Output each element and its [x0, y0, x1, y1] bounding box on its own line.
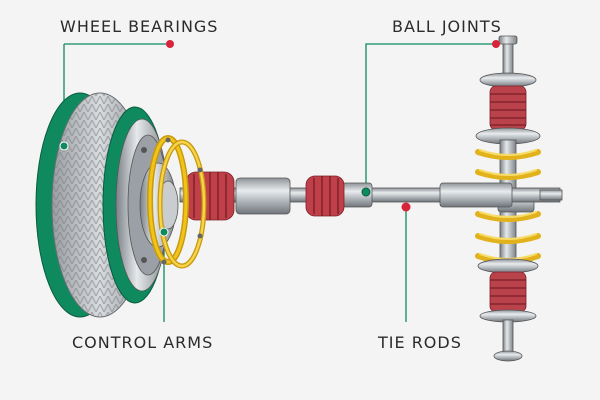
inner-boot [185, 171, 235, 221]
marker-ball-joints [492, 40, 500, 48]
leader-ball-joints [365, 43, 496, 190]
tie-rod-shaft [179, 177, 563, 215]
label-control-arms: CONTROL ARMS [72, 333, 214, 352]
outer-boot [305, 175, 345, 217]
marker-tie-rods [401, 202, 411, 212]
marker-control-arms [159, 227, 169, 237]
marker-wheel-bearings [166, 40, 174, 48]
label-tie-rods: TIE RODS [378, 333, 462, 352]
wheel-assembly [35, 92, 179, 318]
control-arm-rings [147, 135, 207, 269]
strut-assembly [475, 35, 541, 362]
label-ball-joints: BALL JOINTS [392, 17, 502, 36]
label-wheel-bearings: WHEEL BEARINGS [60, 17, 219, 36]
callout-markers [59, 40, 500, 237]
marker-wheel-bearings-point [59, 141, 69, 151]
